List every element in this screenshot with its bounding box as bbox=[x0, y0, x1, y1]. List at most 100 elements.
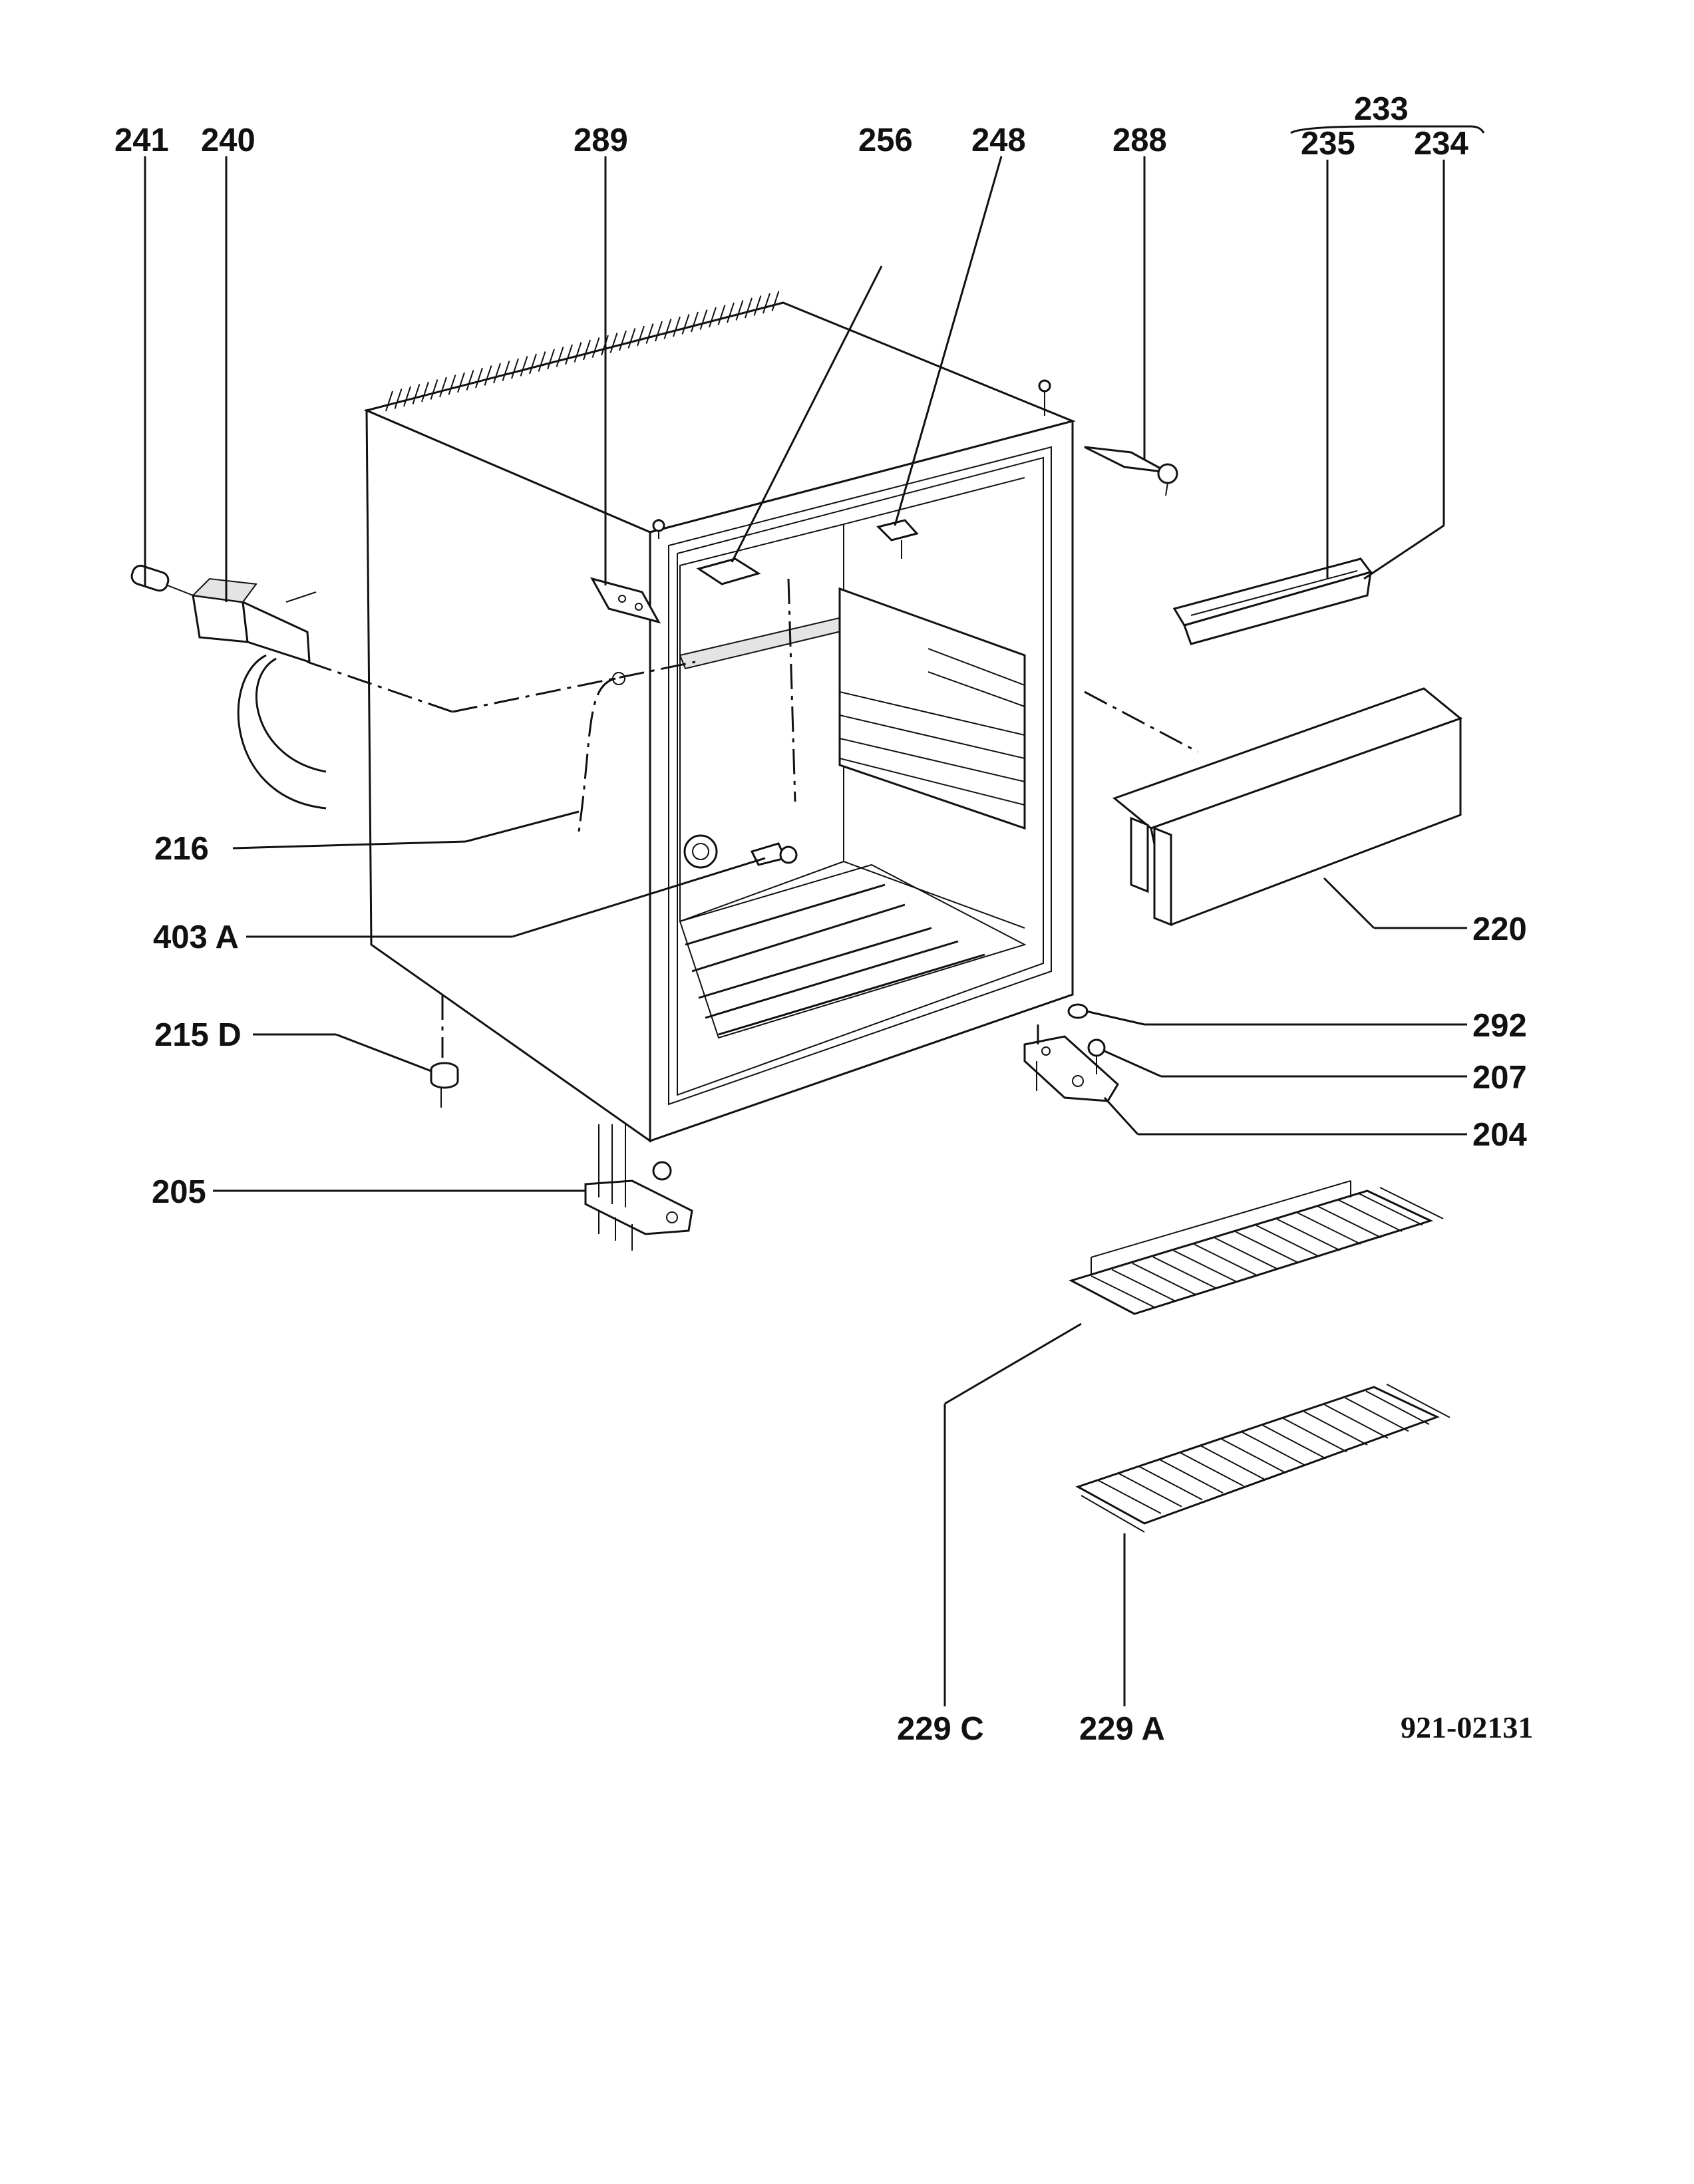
part-289-hinge-plate bbox=[590, 519, 665, 624]
vent-slot bbox=[520, 356, 528, 377]
vent-slot bbox=[556, 347, 564, 367]
label-256: 256 bbox=[858, 122, 913, 158]
vent-slot bbox=[663, 319, 672, 339]
vent-slot bbox=[430, 379, 438, 400]
shelf-wire bbox=[1235, 1231, 1299, 1264]
shelf-wire bbox=[1338, 1199, 1403, 1232]
explode-lines bbox=[307, 578, 1198, 1058]
shelf-wire bbox=[1359, 1193, 1423, 1226]
drawing-code: 921-02131 bbox=[1401, 1710, 1533, 1744]
label-235: 235 bbox=[1301, 126, 1355, 162]
vent-slot bbox=[538, 351, 546, 372]
vent-slot bbox=[583, 339, 591, 361]
part-215d-foot bbox=[430, 1062, 459, 1108]
label-204: 204 bbox=[1472, 1117, 1527, 1153]
vent-slot bbox=[717, 305, 726, 325]
vent-slot bbox=[403, 386, 411, 407]
shelf-wire bbox=[1097, 1480, 1162, 1514]
label-233: 233 bbox=[1354, 91, 1409, 127]
part-256-bracket bbox=[696, 557, 761, 585]
shelf-wire bbox=[1256, 1225, 1320, 1257]
vent-slot bbox=[457, 372, 465, 393]
vent-slot bbox=[735, 300, 744, 321]
vent-slot bbox=[565, 344, 573, 365]
shelf-wire bbox=[1118, 1472, 1182, 1507]
vent-slot bbox=[699, 309, 708, 330]
vent-slot bbox=[592, 337, 600, 358]
label-205: 205 bbox=[152, 1174, 206, 1210]
part-207-hinge-pin bbox=[1087, 1038, 1106, 1074]
shelf-wire bbox=[1242, 1432, 1306, 1466]
label-240: 240 bbox=[201, 122, 255, 158]
vent-slot bbox=[745, 297, 753, 319]
vent-slot bbox=[394, 389, 403, 409]
shelf-wire bbox=[1303, 1411, 1368, 1446]
part-216-drain-tube bbox=[578, 677, 616, 832]
shelf-wire bbox=[1365, 1390, 1430, 1425]
vent-slot bbox=[574, 342, 582, 363]
label-229a: 229 A bbox=[1079, 1711, 1165, 1747]
vent-slot bbox=[529, 353, 537, 375]
label-292: 292 bbox=[1472, 1008, 1527, 1044]
shelf-wire bbox=[1152, 1256, 1217, 1289]
vent-slot bbox=[484, 365, 492, 386]
vent-slot bbox=[475, 367, 483, 389]
vent-slot bbox=[439, 377, 447, 398]
vent-slot bbox=[627, 328, 636, 349]
vent-slot bbox=[709, 307, 717, 328]
shelf-wire bbox=[1091, 1275, 1155, 1308]
shelf-wire bbox=[1324, 1404, 1389, 1439]
part-241-knob bbox=[130, 564, 194, 596]
shelf-wire bbox=[1159, 1459, 1224, 1493]
floor-grille bbox=[679, 863, 1027, 1039]
vent-slot bbox=[681, 314, 690, 335]
shelf-wire bbox=[1200, 1445, 1265, 1480]
vent-slot bbox=[645, 323, 654, 344]
label-215d: 215 D bbox=[154, 1017, 242, 1053]
shelf-wire bbox=[1386, 1383, 1450, 1418]
label-220: 220 bbox=[1472, 911, 1527, 947]
vent-slot bbox=[466, 370, 474, 390]
vent-slot bbox=[771, 291, 780, 311]
shelf-wire bbox=[1283, 1418, 1347, 1453]
top-vent-slots bbox=[385, 291, 780, 412]
shelf-wire bbox=[1111, 1269, 1176, 1302]
shelf-wire bbox=[1276, 1218, 1341, 1251]
vent-slot bbox=[385, 390, 393, 412]
vent-slot bbox=[511, 358, 519, 379]
part-240-thermostat-housing bbox=[191, 577, 327, 810]
shelf-wire bbox=[1297, 1212, 1361, 1245]
vent-slot bbox=[448, 375, 456, 395]
cabinet-body bbox=[363, 291, 1076, 1143]
shelf-wire bbox=[1173, 1250, 1238, 1283]
shelf-wire bbox=[1221, 1438, 1285, 1474]
vent-slot bbox=[637, 325, 645, 347]
shelf-wire bbox=[1194, 1243, 1258, 1277]
part-229a-wire-shelf bbox=[1075, 1383, 1450, 1533]
label-248: 248 bbox=[971, 122, 1026, 158]
shelf-wire bbox=[1262, 1424, 1327, 1460]
shelf-wire bbox=[1180, 1452, 1244, 1487]
label-288: 288 bbox=[1112, 122, 1167, 158]
vent-slot bbox=[421, 381, 429, 402]
part-labels: 241 240 289 256 248 288 233 235 234 216 … bbox=[114, 91, 1533, 1747]
label-216: 216 bbox=[154, 831, 209, 867]
label-234: 234 bbox=[1414, 126, 1468, 162]
vent-slot bbox=[762, 293, 770, 314]
vent-slot bbox=[619, 330, 627, 351]
label-207: 207 bbox=[1472, 1060, 1527, 1096]
part-288-hinge bbox=[1038, 379, 1178, 496]
vent-slot bbox=[412, 384, 421, 404]
part-233-butter-tray bbox=[1172, 557, 1373, 645]
vent-slot bbox=[727, 302, 735, 323]
shelf-wire bbox=[1138, 1466, 1203, 1501]
shelf-wire bbox=[1132, 1263, 1196, 1295]
shelf-wire bbox=[1317, 1205, 1382, 1239]
vent-slot bbox=[753, 295, 762, 316]
shelf-wire bbox=[1345, 1397, 1409, 1432]
shelf-wire bbox=[1214, 1237, 1279, 1270]
vent-slot bbox=[691, 311, 699, 333]
leader-lines bbox=[144, 125, 1485, 1706]
part-229c-wire-shelf bbox=[1069, 1180, 1444, 1315]
